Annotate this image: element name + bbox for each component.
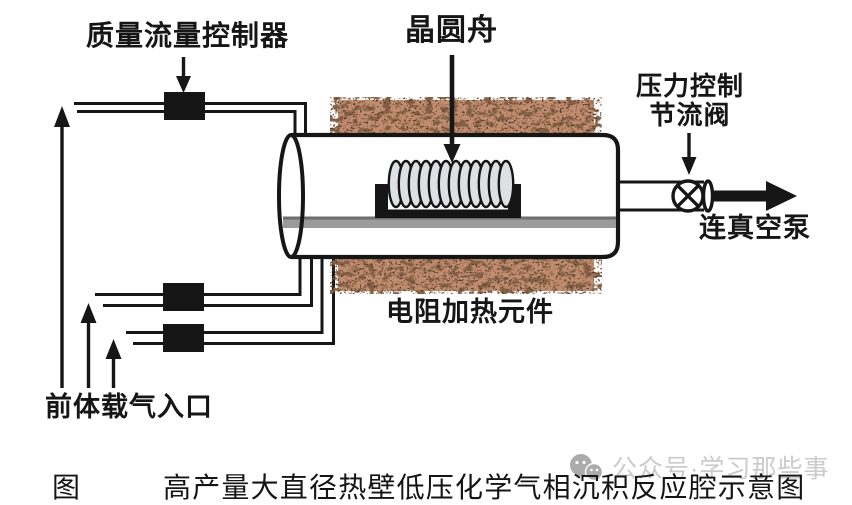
vacuum-pump-arrow-icon <box>714 181 797 211</box>
reactor-tube <box>277 132 621 260</box>
heater-bottom-block <box>338 258 594 291</box>
exhaust-endcap <box>701 179 715 213</box>
mass-flow-controller-block-icon <box>163 324 204 352</box>
paddle-bar <box>283 216 616 228</box>
exhaust-line <box>618 179 797 213</box>
pressure-valve-label-line1: 压力控制 <box>635 71 744 101</box>
gas-inlet-label: 前体载气入口 <box>45 392 213 422</box>
gas-inlet-arrows <box>54 106 122 388</box>
mass-flow-controller-block-icon <box>163 283 204 311</box>
throttle-valve-icon <box>671 179 705 213</box>
caption-text: 高产量大直径热壁低压化学气相沉积反应腔示意图 <box>163 473 806 504</box>
mass-flow-controller-block-icon <box>164 92 205 120</box>
pointer-arrow-wafer-boat <box>443 55 461 163</box>
pointer-arrow-mfc <box>176 57 191 93</box>
wechat-icon <box>570 454 604 482</box>
tube-endcap <box>277 133 305 259</box>
gas-flow-arrow <box>105 339 122 388</box>
mass-flow-controller-label: 质量流量控制器 <box>86 20 290 51</box>
watermark: 公众号·学习那些事 <box>564 449 829 485</box>
inlet-pipe-bottom <box>126 257 335 345</box>
pressure-valve-label-line2: 节流阀 <box>649 100 731 131</box>
vacuum-pump-label: 连真空泵 <box>699 213 811 243</box>
inlet-pipe-top <box>74 102 307 137</box>
caption-figure-label: 图 <box>52 473 82 504</box>
heater-label: 电阻加热元件 <box>386 297 554 327</box>
gas-flow-arrow <box>54 106 70 388</box>
gas-flow-arrow <box>80 303 97 388</box>
pointer-arrow-valve <box>681 133 697 175</box>
wafer-stack <box>387 159 515 209</box>
heater-top-block <box>338 100 594 134</box>
pressure-valve-label: 压力控制 节流阀 <box>625 71 755 131</box>
watermark-text: 公众号·学习那些事 <box>612 455 830 483</box>
wafer-boat <box>375 159 521 218</box>
wafer-boat-label: 晶圆舟 <box>405 14 498 47</box>
